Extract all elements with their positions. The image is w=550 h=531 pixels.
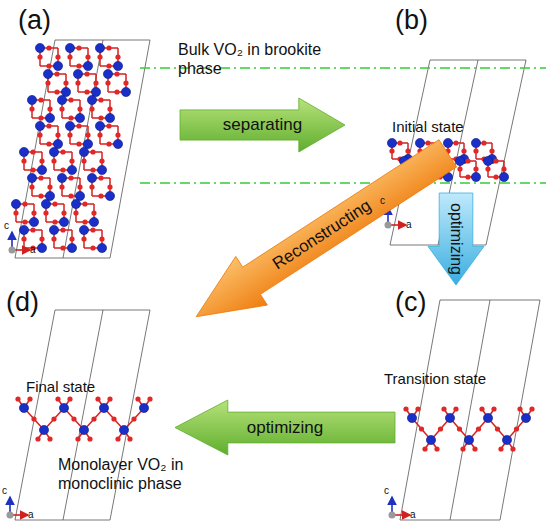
unit-cells xyxy=(15,40,540,520)
process-arrow: separating xyxy=(180,98,345,152)
panel-label: (a) xyxy=(18,4,51,36)
axis-label: c xyxy=(2,485,7,497)
panel-label: (b) xyxy=(395,4,428,36)
panel-label: (c) xyxy=(395,286,426,318)
state-label: Transition state xyxy=(384,370,486,388)
axis-label: a xyxy=(30,244,36,256)
process-arrow: optimizing xyxy=(175,400,395,455)
separation-lines xyxy=(140,68,546,183)
axis-label: c xyxy=(380,195,385,207)
axis-triads xyxy=(7,207,411,519)
state-label: Final state xyxy=(26,378,95,396)
axis-label: a xyxy=(406,219,412,231)
process-arrow: optimizing xyxy=(428,193,484,285)
state-label: Initial state xyxy=(392,118,464,136)
axis-label: a xyxy=(410,509,416,521)
arrow-label: optimizing xyxy=(247,418,324,438)
axis-label: a xyxy=(28,509,34,521)
axis-label: c xyxy=(384,485,389,497)
panel-label: (d) xyxy=(6,286,39,318)
atoms xyxy=(11,43,534,451)
arrow-label: Reconstructing xyxy=(269,196,375,275)
arrow-label: separating xyxy=(223,115,302,135)
axis-label: c xyxy=(4,220,9,232)
description-text: Bulk VO₂ in brookite phase xyxy=(178,40,328,78)
arrow-label: optimizing xyxy=(447,203,465,275)
description-text: Monolayer VO₂ in monoclinic phase xyxy=(58,455,218,493)
